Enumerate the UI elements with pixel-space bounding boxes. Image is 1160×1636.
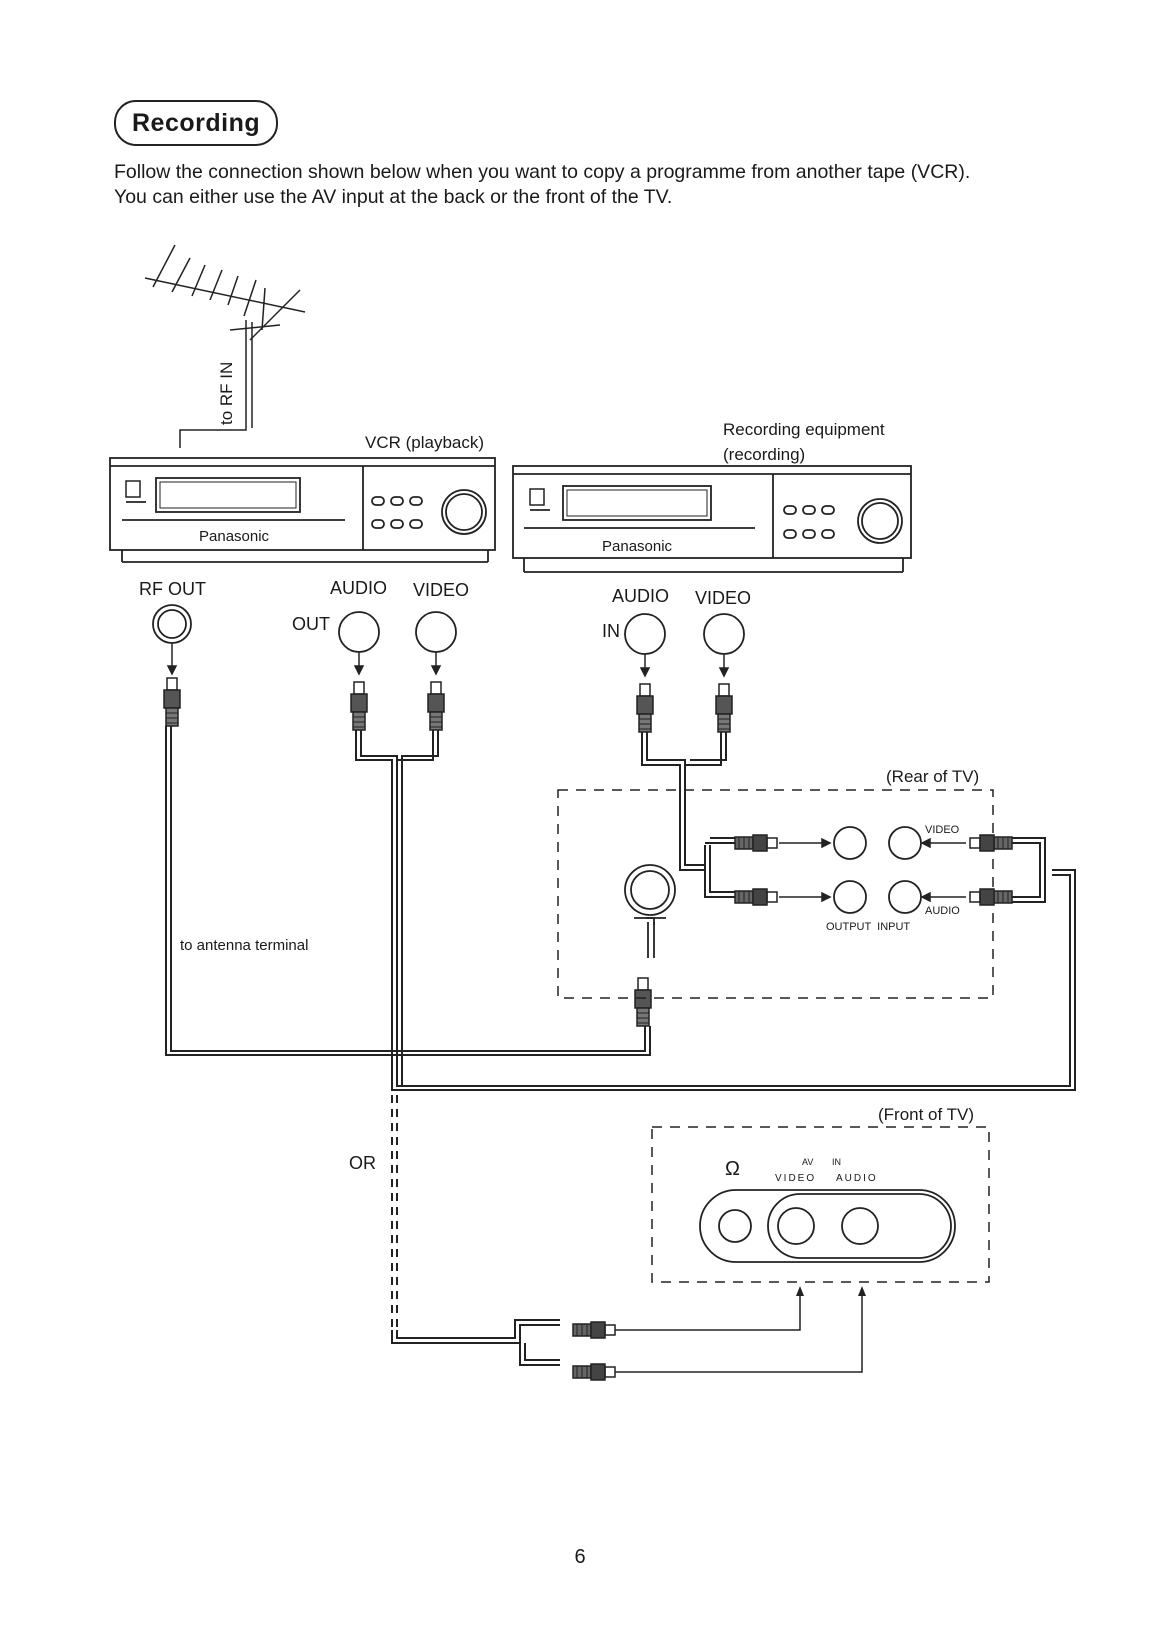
antenna-terminal-label: to antenna terminal [180,937,308,954]
intro-line-2: You can either use the AV input at the b… [114,186,673,208]
page-number: 6 [574,1546,586,1568]
intro-line-1: Follow the connection shown below when y… [114,161,971,183]
front-audio-label: AUDIO [836,1173,878,1184]
antenna-icon [144,244,306,448]
front-video-label: VIDEO [775,1173,816,1184]
video-in-jack [703,613,745,655]
antenna-plug [634,977,652,1027]
rear-audio-label: AUDIO [925,905,960,917]
rear-output-video-jack [833,826,867,860]
video-plug-2 [715,683,733,733]
headphone-icon: Ω [725,1158,740,1180]
audio-in-jack [624,613,666,655]
antenna-label: to RF IN [217,362,236,425]
rear-antenna-jack [624,864,676,958]
audio-out-jack [338,611,380,653]
vcr-playback [109,457,496,563]
rear-of-tv-panel [557,789,994,999]
section-title: Recording [114,100,279,146]
rf-plug [163,677,181,727]
front-of-tv-panel [651,1126,990,1283]
video-out-label: VIDEO [413,580,469,600]
front-plug-2 [572,1363,616,1381]
front-plug-1 [572,1321,616,1339]
audio-out-label: AUDIO [330,578,387,598]
audio-plug-2 [636,683,654,733]
vcr-brand-1: Panasonic [199,528,270,545]
rf-out-label: RF OUT [139,579,206,599]
front-av-label: AV [802,1157,813,1167]
recording-label-line2: (recording) [723,445,805,464]
vcr-brand-2: Panasonic [602,538,673,555]
front-av-panel [699,1189,956,1263]
audio-in-label: AUDIO [612,586,669,606]
rear-plug-in-2 [969,888,1013,906]
rf-out-jack [152,604,192,644]
output-input-label: OUTPUT INPUT [826,921,910,933]
rear-plug-in-1 [969,834,1013,852]
rear-plug-out-2 [734,888,778,906]
vcr-playback-label: VCR (playback) [365,433,484,452]
rear-plug-out-1 [734,834,778,852]
video-in-label: VIDEO [695,588,751,608]
or-label: OR [349,1153,376,1173]
recording-label-line1: Recording equipment [723,420,885,439]
rear-input-audio-jack [888,880,922,914]
vcr-recording [512,465,912,573]
front-audio-jack [841,1207,879,1245]
rear-input-video-jack [888,826,922,860]
rear-video-label: VIDEO [925,824,960,836]
front-of-tv-label: (Front of TV) [878,1105,974,1124]
video-plug-1 [427,681,445,731]
front-in-label: IN [832,1157,841,1167]
front-headphone-jack [718,1209,752,1243]
out-label: OUT [292,614,330,634]
in-label: IN [602,621,620,641]
audio-plug-1 [350,681,368,731]
rear-output-audio-jack [833,880,867,914]
rear-of-tv-label: (Rear of TV) [886,767,979,786]
intro-paragraph: Follow the connection shown below when y… [114,160,1074,210]
front-video-jack [777,1207,815,1245]
video-out-jack [415,611,457,653]
cables [165,726,1076,1366]
